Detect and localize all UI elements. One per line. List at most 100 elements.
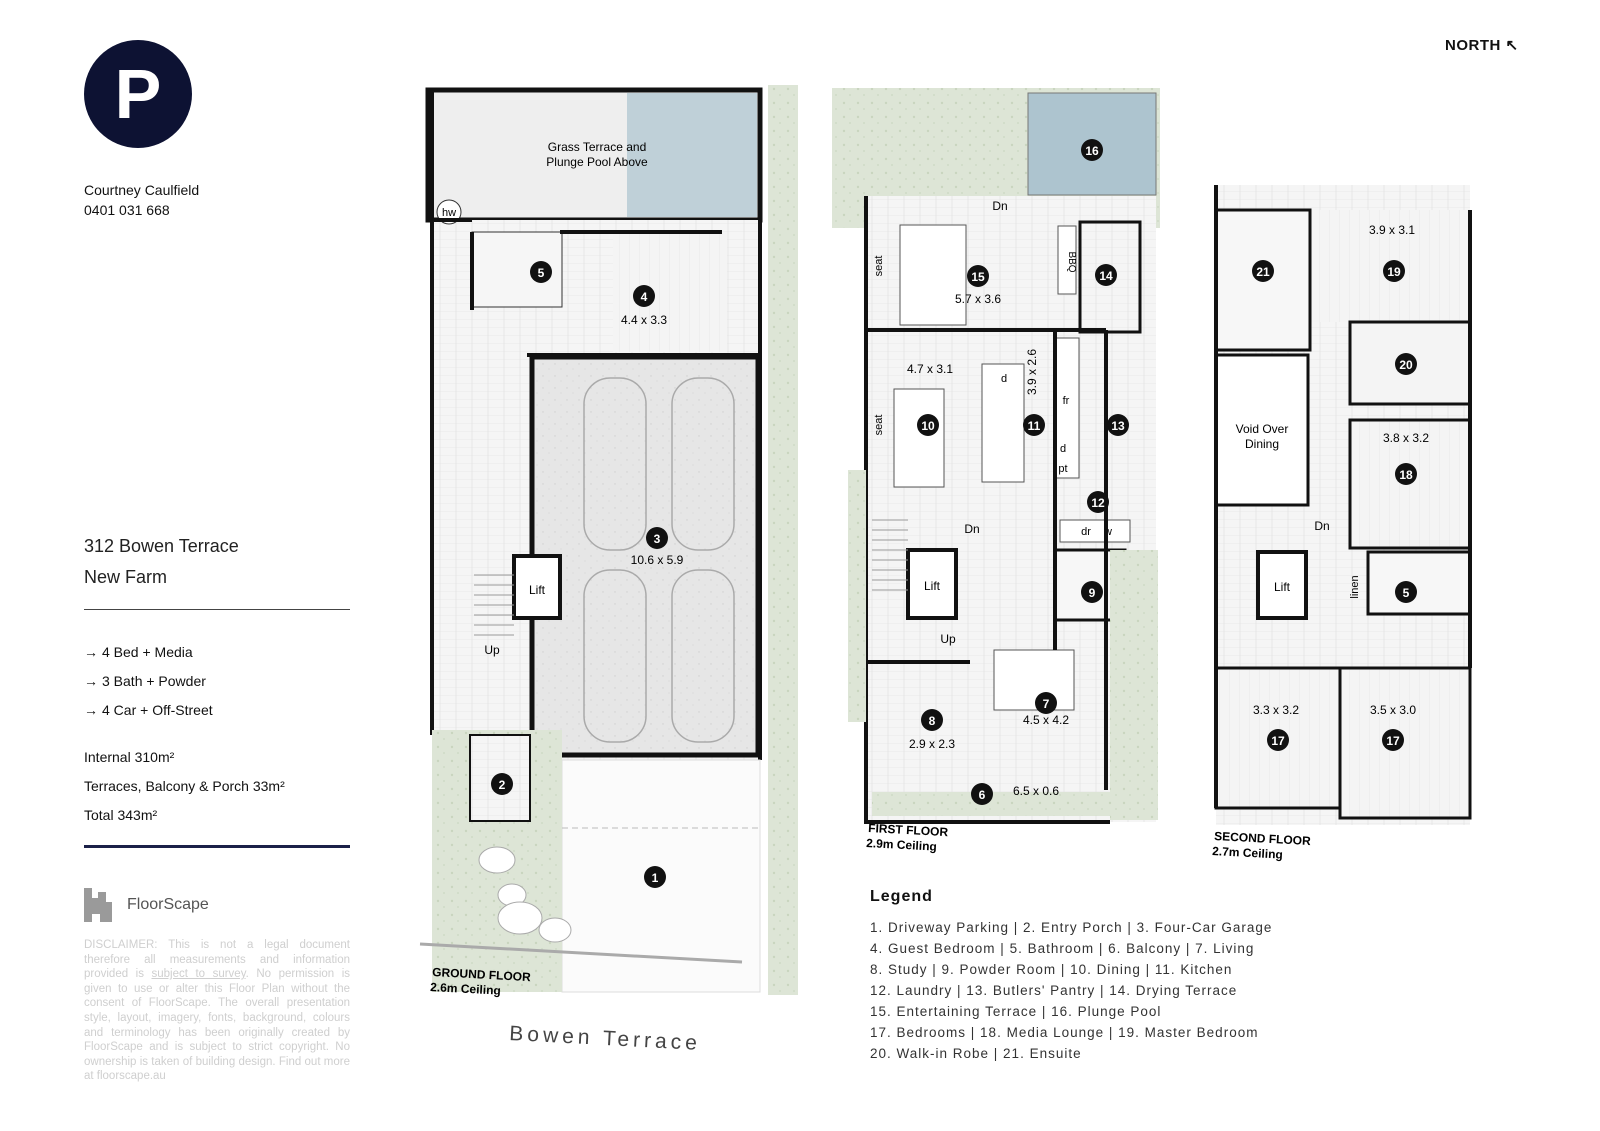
brand-logo-letter: P bbox=[114, 55, 162, 133]
area-terraces: Terraces, Balcony & Porch 33m² bbox=[84, 778, 285, 794]
arrow-right-icon: → bbox=[84, 644, 98, 660]
room-marker: 15 bbox=[971, 270, 985, 284]
arrow-right-icon: → bbox=[84, 673, 98, 689]
kitchen-dimension: 3.9 x 2.6 bbox=[1025, 349, 1039, 395]
agent-contact: Courtney Caulfield 0401 031 668 bbox=[84, 180, 199, 220]
void-label: Void Over bbox=[1236, 422, 1289, 436]
garage-cars bbox=[583, 377, 735, 743]
seat-label: seat bbox=[873, 256, 885, 277]
legend-line: 15. Entertaining Terrace | 16. Plunge Po… bbox=[870, 1004, 1162, 1019]
up-label: Up bbox=[940, 632, 956, 646]
plunge-pool-above bbox=[627, 93, 757, 217]
feature-item: →3 Bath + Powder bbox=[84, 667, 213, 696]
first-markers: 6 7 8 9 10 11 12 13 14 15 16 bbox=[917, 139, 1129, 805]
agent-name: Courtney Caulfield bbox=[84, 182, 200, 198]
first-floor-title: FIRST FLOOR bbox=[868, 821, 949, 839]
dn-label: Dn bbox=[964, 522, 979, 536]
area-total: Total 343m² bbox=[84, 807, 158, 823]
bbq bbox=[1057, 225, 1077, 295]
room-marker: 16 bbox=[1085, 144, 1099, 158]
lift-label: Lift bbox=[924, 579, 941, 593]
stepping-stones bbox=[478, 846, 572, 943]
linen-label: linen bbox=[1349, 575, 1361, 598]
bathroom-second bbox=[1366, 550, 1472, 616]
ground-markers: 1 2 3 4 5 bbox=[491, 261, 668, 888]
room-marker: 17 bbox=[1271, 734, 1285, 748]
dn-label: Dn bbox=[1314, 519, 1329, 533]
fridge-label: fr bbox=[1063, 395, 1070, 407]
area-internal: Internal 310m² bbox=[84, 749, 175, 765]
first-floor-ceiling: 2.9m Ceiling bbox=[866, 836, 937, 854]
second-floor-title: SECOND FLOOR bbox=[1214, 829, 1312, 848]
dining-dimension: 4.7 x 3.1 bbox=[907, 362, 953, 376]
arrow-right-icon: → bbox=[84, 702, 98, 718]
feature-item: →4 Car + Off-Street bbox=[84, 696, 213, 725]
entertaining-dimension: 5.7 x 3.6 bbox=[955, 292, 1001, 306]
dryer-label: dr bbox=[1081, 526, 1091, 538]
lift-label: Lift bbox=[1274, 580, 1291, 594]
room-marker: 14 bbox=[1099, 269, 1113, 283]
disclaimer: DISCLAIMER: This is not a legal document… bbox=[84, 938, 350, 1084]
guest-bedroom bbox=[613, 232, 727, 352]
ground-floor-plan: Grass Terrace and Plunge Pool Above hw L… bbox=[419, 85, 798, 998]
outdoor-table bbox=[899, 224, 967, 326]
room-marker: 2 bbox=[499, 778, 506, 792]
room-marker: 5 bbox=[538, 266, 545, 280]
room-marker: 9 bbox=[1089, 586, 1096, 600]
legend-line: 4. Guest Bedroom | 5. Bathroom | 6. Balc… bbox=[870, 941, 1255, 956]
garage-room bbox=[529, 354, 761, 758]
room-marker: 13 bbox=[1111, 419, 1125, 433]
kitchen-bench bbox=[1054, 337, 1080, 479]
dishwasher-label: d bbox=[1060, 443, 1066, 455]
legend-line: 12. Laundry | 13. Butlers' Pantry | 14. … bbox=[870, 983, 1238, 998]
divider bbox=[84, 609, 350, 610]
up-label: Up bbox=[484, 643, 500, 657]
room-marker: 19 bbox=[1387, 265, 1401, 279]
garage-dimension: 10.6 x 5.9 bbox=[631, 553, 684, 567]
room-marker: 20 bbox=[1399, 358, 1413, 372]
master-dimension: 3.9 x 3.1 bbox=[1369, 223, 1415, 237]
property-address: 312 Bowen Terrace New Farm bbox=[84, 531, 239, 593]
ground-floor-title: GROUND FLOOR bbox=[432, 965, 532, 984]
grass-terrace-label: Grass Terrace and bbox=[548, 140, 647, 154]
brand-logo: P bbox=[84, 40, 192, 148]
divider-dark bbox=[84, 845, 350, 848]
bbq-label: BBQ bbox=[1066, 251, 1077, 272]
first-floor-plan: BBQ seat seat Dn d fr d pt dr w Lift Dn … bbox=[832, 88, 1160, 854]
room-marker: 21 bbox=[1256, 265, 1270, 279]
void-label: Dining bbox=[1245, 437, 1279, 451]
lift-label: Lift bbox=[529, 583, 546, 597]
legend-line: 20. Walk-in Robe | 21. Ensuite bbox=[870, 1046, 1082, 1061]
room-marker: 5 bbox=[1403, 586, 1410, 600]
study-dimension: 2.9 x 2.3 bbox=[909, 737, 955, 751]
media-dimension: 3.8 x 3.2 bbox=[1383, 431, 1429, 445]
lift-first bbox=[906, 548, 958, 620]
dining-table bbox=[893, 388, 945, 488]
bedroom-dimension: 3.3 x 3.2 bbox=[1253, 703, 1299, 717]
laundry-bench bbox=[1059, 519, 1131, 543]
bedroom-dimension: 3.5 x 3.0 bbox=[1370, 703, 1416, 717]
room-marker: 7 bbox=[1043, 697, 1050, 711]
legend-title: Legend bbox=[870, 888, 933, 905]
ground-floor-ceiling: 2.6m Ceiling bbox=[430, 980, 501, 998]
floorscape-name: FloorScape bbox=[127, 896, 209, 913]
stairs-first bbox=[872, 519, 908, 591]
floorscape-logo-icon bbox=[84, 888, 112, 922]
room-marker: 18 bbox=[1399, 468, 1413, 482]
side-garden bbox=[768, 85, 798, 995]
room-marker: 12 bbox=[1091, 496, 1105, 510]
disclaimer-text: . No permission is given to use or alter… bbox=[84, 968, 351, 1083]
feature-list: →4 Bed + Media →3 Bath + Powder →4 Car +… bbox=[84, 638, 213, 725]
plunge-pool-label: Plunge Pool Above bbox=[546, 155, 648, 169]
disclaimer-text: DISCLAIMER: This is not a legal document… bbox=[84, 939, 350, 981]
dn-label: Dn bbox=[992, 199, 1007, 213]
room-marker: 8 bbox=[929, 714, 936, 728]
agent-phone: 0401 031 668 bbox=[84, 202, 170, 218]
lift-ground bbox=[512, 554, 562, 620]
room-marker: 4 bbox=[641, 290, 648, 304]
second-floor-ceiling: 2.7m Ceiling bbox=[1212, 844, 1283, 862]
hw-label: hw bbox=[442, 207, 456, 219]
room-marker: 3 bbox=[654, 532, 661, 546]
legend-line: 8. Study | 9. Powder Room | 10. Dining |… bbox=[870, 962, 1233, 977]
